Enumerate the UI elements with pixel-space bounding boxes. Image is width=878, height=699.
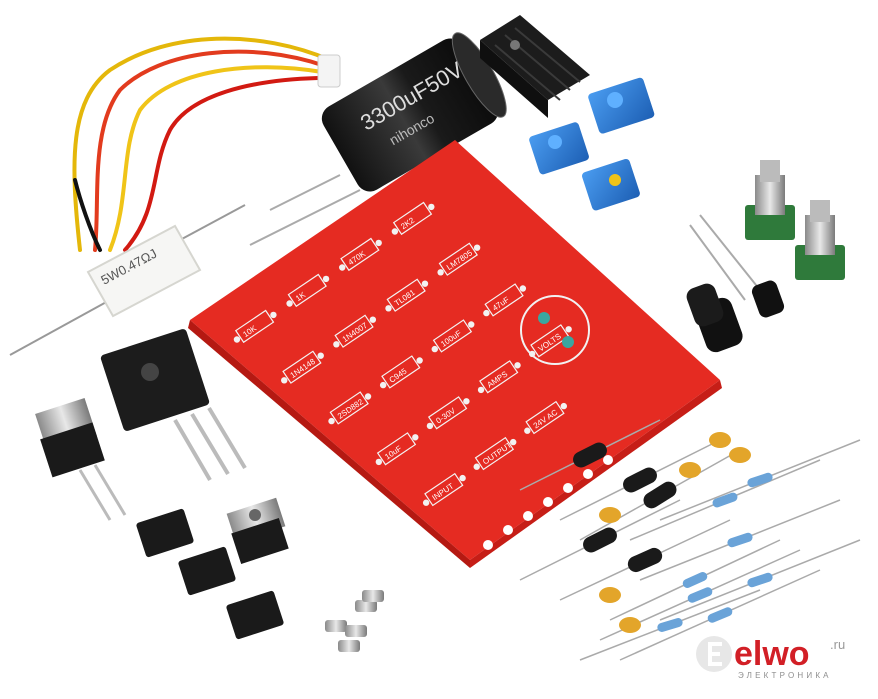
power-transistor [100, 329, 247, 482]
ceramic-capacitor [729, 447, 751, 463]
logo-mark-icon [696, 636, 732, 672]
resistor-body [712, 492, 738, 508]
silkscreen-box [386, 278, 426, 312]
solder-pad [473, 463, 480, 470]
silkscreen-box [438, 242, 478, 276]
solder-pad [519, 285, 527, 292]
solder-pad [468, 321, 475, 328]
silkscreen-box [234, 309, 275, 344]
solder-pad [281, 377, 288, 384]
solder-pad [477, 386, 485, 394]
silkscreen-box [484, 283, 524, 317]
loose-components [519, 419, 861, 661]
solder-pad [286, 300, 293, 307]
solder-pad [422, 499, 430, 506]
silkscreen-box [334, 314, 374, 348]
solder-pad [375, 239, 382, 247]
solder-pad [364, 393, 372, 400]
heatsink [480, 15, 590, 118]
resistor-body [747, 572, 773, 588]
resistor-body [747, 472, 773, 488]
solder-pad [483, 309, 490, 317]
solder-pad [426, 422, 434, 430]
solder-pad [473, 244, 481, 251]
resistor-body [687, 587, 713, 603]
solder-pad [317, 352, 324, 359]
solder-pad [369, 316, 377, 323]
ceramic-capacitor [599, 507, 621, 523]
resistor-body [707, 607, 733, 623]
solder-pad [375, 458, 383, 466]
regulators [35, 397, 289, 564]
silkscreen-box [424, 472, 464, 507]
ceramic-capacitor [709, 432, 731, 448]
solder-pad [463, 398, 470, 405]
logo-tld: .ru [830, 637, 846, 652]
dip-ics [136, 508, 284, 640]
solder-pad [416, 357, 423, 364]
solder-pad [270, 311, 277, 319]
solder-pad [339, 264, 346, 271]
wire-harness [72, 36, 341, 252]
trimmer-pots [529, 77, 655, 211]
diode-body [623, 467, 657, 493]
solder-pad [509, 438, 517, 446]
silkscreen-box [381, 355, 421, 389]
pcb-pads [233, 203, 572, 506]
silkscreen-box [474, 436, 515, 471]
ceramic-capacitor [619, 617, 641, 633]
diode-body [573, 442, 607, 468]
solder-pad [560, 402, 567, 410]
silkscreen-box [392, 201, 433, 236]
silkscreen-box [432, 319, 473, 353]
silkscreen-box [282, 350, 322, 384]
silkscreen-box [525, 400, 565, 435]
ceramic-capacitor [599, 587, 621, 603]
solder-pad [524, 427, 531, 434]
resistor-body [682, 572, 708, 588]
solder-pad [233, 336, 241, 343]
logo-tagline: ЭЛЕКТРОНИКА [738, 671, 832, 680]
solder-pad [459, 474, 466, 482]
solder-pad [565, 326, 572, 333]
diode-body [643, 481, 677, 509]
screws [325, 590, 384, 652]
solder-pad [431, 345, 438, 353]
diode-body [627, 547, 663, 573]
ceramic-capacitor [679, 462, 701, 478]
logo-name: elwo [734, 635, 810, 673]
small-capacitors [686, 280, 785, 353]
watermark-logo: elwo .ru ЭЛЕКТРОНИКА [694, 631, 864, 687]
resistor-body [727, 532, 753, 548]
solder-pad [333, 341, 340, 348]
diode-body [583, 527, 617, 553]
silkscreen-box [287, 273, 327, 308]
solder-pad [391, 228, 399, 235]
solder-pad [428, 203, 435, 211]
solder-pad [421, 280, 429, 287]
silkscreen-box [427, 396, 468, 430]
silkscreen-box [530, 324, 570, 358]
solder-pad [379, 381, 387, 389]
solder-pad [412, 434, 419, 441]
solder-pad [385, 305, 392, 312]
solder-pad [328, 417, 335, 425]
solder-pad [322, 275, 330, 283]
solder-pad [437, 269, 444, 276]
silkscreen-box [376, 432, 417, 466]
resistor-body [657, 618, 683, 632]
silkscreen-box [340, 237, 380, 272]
silkscreen-box [479, 360, 519, 394]
potentiometers [689, 160, 845, 301]
silkscreen-box [329, 391, 369, 425]
solder-pad [514, 362, 521, 369]
